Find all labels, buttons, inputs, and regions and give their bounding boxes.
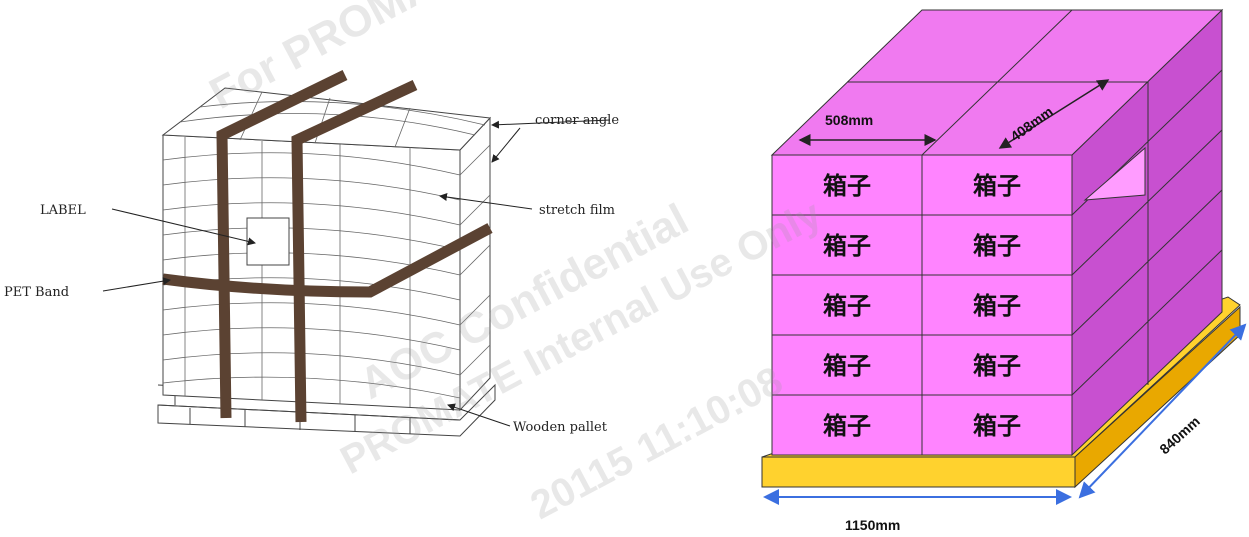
corner-angle-label: corner angle [535,113,619,128]
box-label: 箱子 [823,292,871,320]
box-label: 箱子 [973,412,1021,440]
dimension-arrows [763,79,1247,505]
pallet-front [761,456,1076,488]
pallet-length-label: 1150mm [845,517,900,533]
wooden-pallet-label: Wooden pallet [513,420,608,435]
box-length-label: 508mm [825,112,873,128]
callouts [102,119,611,427]
pallet-width-arrow [1078,323,1247,499]
box-top-face [161,87,492,151]
pet-band-label: PET Band [4,285,69,300]
side-notch [1083,146,1146,201]
pallet-width-label: 840mm [1156,413,1203,457]
pallet-stack-illustration: 箱子 箱子 箱子 箱子 箱子 箱子 箱子 箱子 箱子 箱子 508mm 408m… [761,8,1247,533]
wrapped-pallet-drawing [157,87,496,437]
watermark-line: 20115 11:10:08 [524,359,790,528]
box-label: 箱子 [823,412,871,440]
label-rectangle [246,217,290,266]
box-labels: 箱子 箱子 箱子 箱子 箱子 箱子 箱子 箱子 箱子 箱子 [823,172,1021,440]
pet-band-vertical-left [216,70,348,419]
box-label: 箱子 [823,172,871,200]
pet-bands [162,70,493,423]
box-label: 箱子 [823,232,871,260]
box-width-arrow [998,79,1110,149]
stack-front-grid [772,155,1072,455]
box-label: 箱子 [973,232,1021,260]
box-label: 箱子 [973,172,1021,200]
pet-band-horizontal [162,223,493,298]
box-label: 箱子 [973,292,1021,320]
box-label: 箱子 [823,352,871,380]
stretch-film-label: stretch film [539,203,615,218]
box-label: 箱子 [973,352,1021,380]
label-callout: LABEL [40,203,86,218]
pet-band-vertical-right [291,80,418,423]
